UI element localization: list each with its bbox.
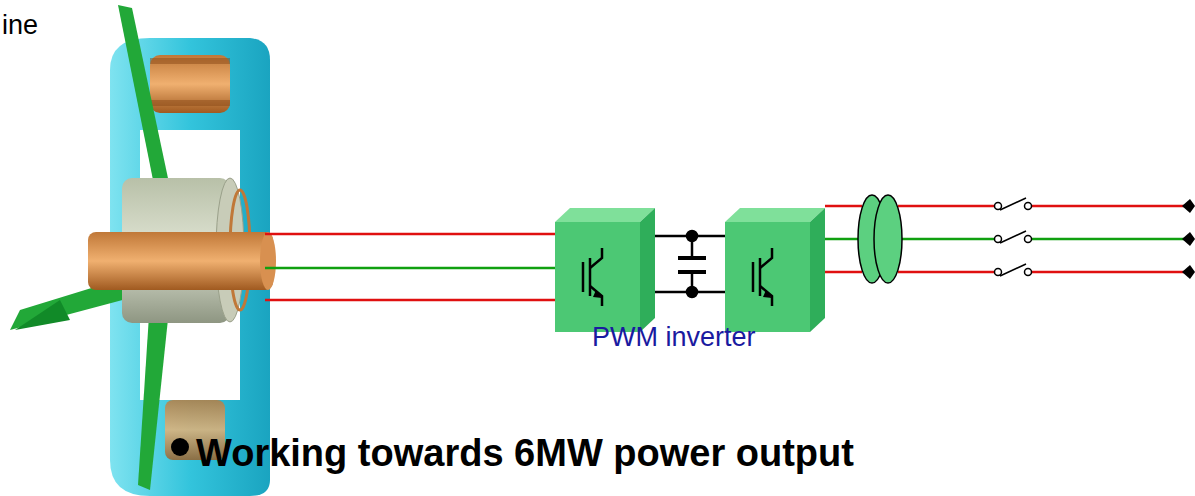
grid-terminals <box>1182 199 1195 279</box>
partial-caption: ine <box>2 10 38 41</box>
igbt-converter-box <box>555 208 655 332</box>
dc-link-capacitor <box>655 231 725 297</box>
circuit-breaker <box>995 198 1032 276</box>
three-phase-wires <box>265 234 557 300</box>
bullet-note: Working towards 6MW power output <box>196 432 854 475</box>
transformer <box>858 195 902 283</box>
rotor-hub <box>88 178 276 323</box>
component-label: PWM inverter <box>592 322 756 353</box>
bullet-point <box>171 438 189 456</box>
igbt-converter-box <box>725 208 825 332</box>
